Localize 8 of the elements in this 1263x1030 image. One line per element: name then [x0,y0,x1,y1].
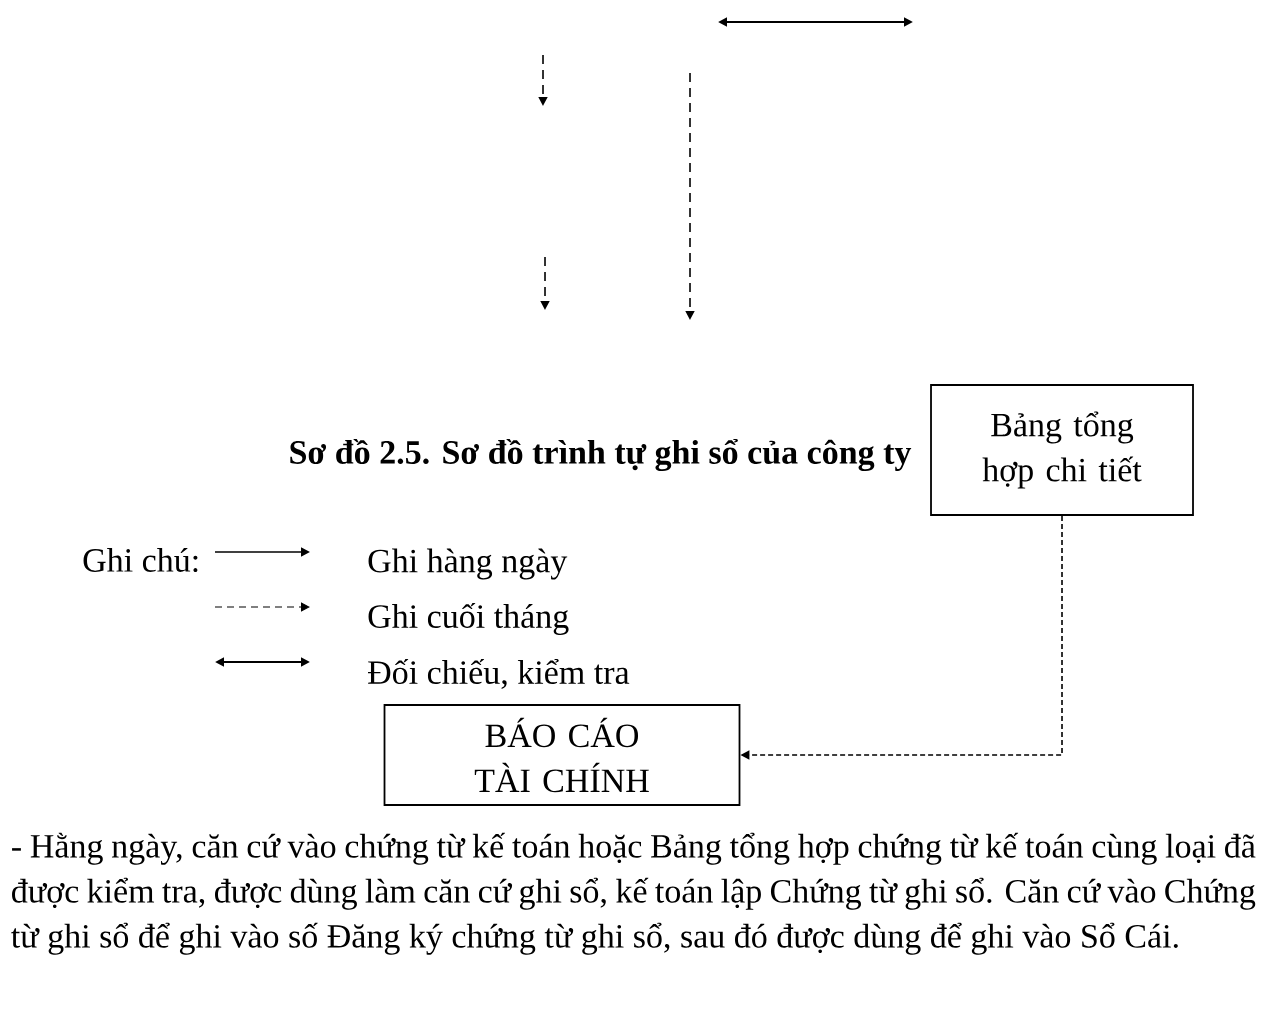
process-box: BÁO CÁO TÀI CHÍNH [383,704,741,806]
legend-text: Đối chiếu, kiểm tra [368,659,630,689]
legend-text: Ghi hàng ngày [368,548,568,580]
caption: Sơ đồ 2.5. Sơ đồ trình tự ghi sổ của công ty [290,438,912,472]
paragraph: - Hằng ngày, căn cứ vào chứng từ kế toán hoặc Bảng tổng hợp chứng từ kế toán cùng loại đã được kiểm tra, được dùng làm căn cứ ghi sổ, kế toán lập Chứng từ ghi sổ. Căn cứ vào Chứng từ ghi sổ để ghi vào số Đăng ký chứng từ ghi sổ, sau đó được dùng để ghi vào Sổ Cái. [11,832,1256,955]
note-label: Ghi chú: [83,547,198,573]
legend-text: Ghi cuối tháng [368,603,569,635]
process-box: Bảng tổng hợp chi tiết [930,384,1194,516]
